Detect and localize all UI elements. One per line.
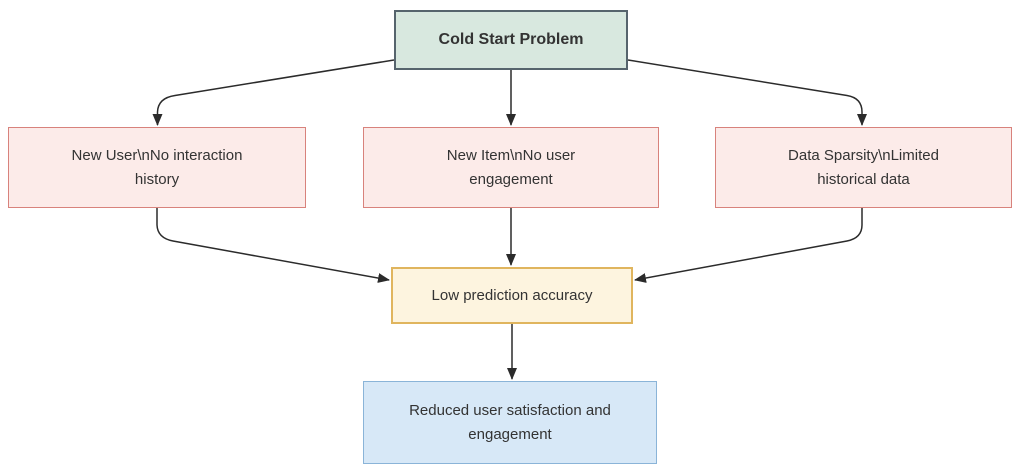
node-low-prediction-accuracy: Low prediction accuracy (391, 267, 633, 324)
node-new-user: New User\nNo interaction history (8, 127, 306, 208)
node-label: New Item\nNo user engagement (446, 146, 576, 188)
node-label: Reduced user satisfaction and engagement (409, 401, 611, 443)
node-data-sparsity: Data Sparsity\nLimited historical data (715, 127, 1012, 208)
node-label: Cold Start Problem (438, 31, 584, 48)
edge-root-to-data-sparsity (627, 59, 867, 126)
node-label: Data Sparsity\nLimited historical data (788, 146, 939, 188)
edge-new-user-to-low-accuracy (156, 208, 390, 283)
node-cold-start-problem: Cold Start Problem (394, 10, 628, 70)
node-new-item: New Item\nNo user engagement (363, 127, 659, 208)
node-label: Low prediction accuracy (431, 286, 593, 304)
node-reduced-user-satisfaction: Reduced user satisfaction and engagement (363, 381, 657, 464)
node-label: New User\nNo interaction history (71, 146, 243, 188)
edge-data-sparsity-to-low-accuracy (634, 208, 863, 283)
edge-root-to-new-user (152, 59, 395, 126)
